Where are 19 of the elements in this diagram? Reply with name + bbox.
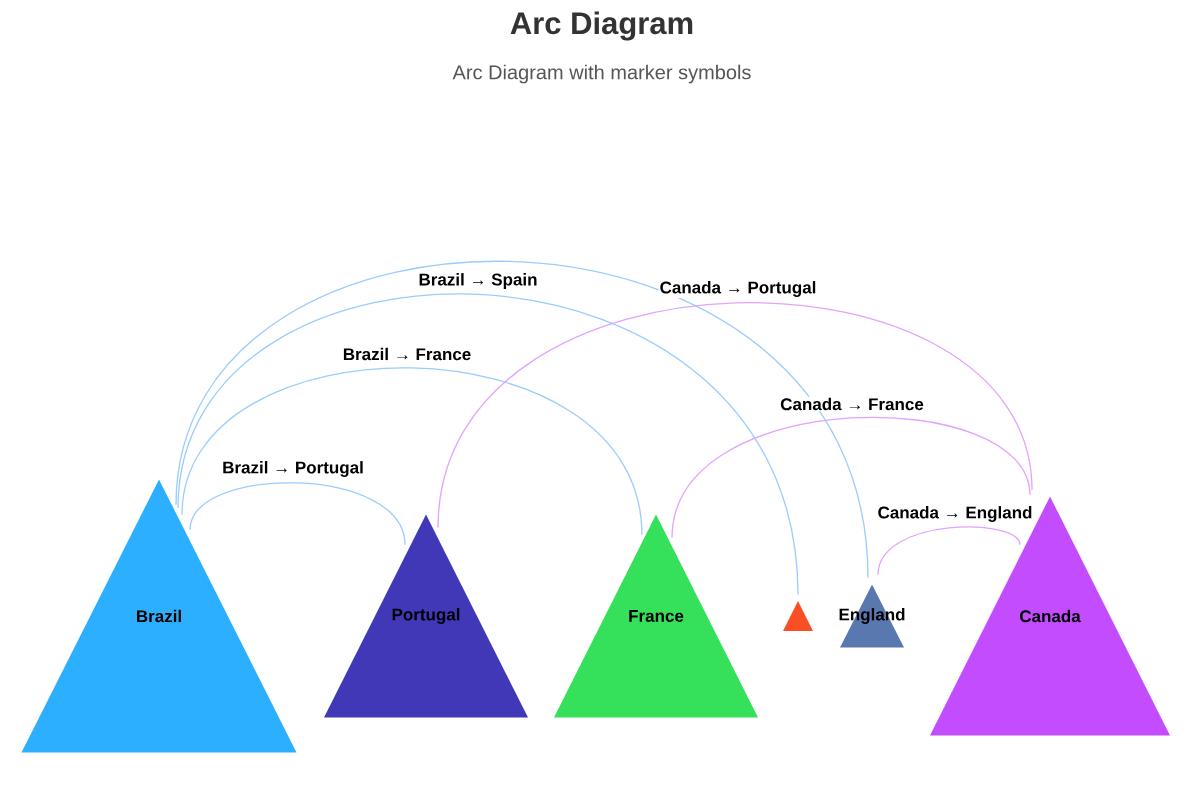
subtitle: Arc Diagram with marker symbols bbox=[452, 64, 751, 84]
triangle-node: Brazil bbox=[21, 479, 297, 753]
triangle-marker bbox=[783, 601, 813, 631]
arc-link bbox=[877, 526, 1021, 576]
triangle-node: England bbox=[839, 584, 905, 648]
arc-link bbox=[671, 417, 1031, 539]
edge-label: Brazil → Spain bbox=[417, 272, 539, 290]
edge-label: Brazil → France bbox=[341, 346, 473, 362]
arc-link bbox=[177, 294, 799, 596]
triangle-node: Portugal bbox=[324, 514, 528, 718]
edge-label: Brazil → Portugal bbox=[221, 460, 365, 478]
arc-link bbox=[437, 302, 1033, 529]
arc-link bbox=[189, 482, 406, 546]
arc-link bbox=[175, 261, 869, 579]
edge-label: Canada → Portugal bbox=[658, 280, 818, 298]
arc-link bbox=[181, 367, 643, 536]
triangle-node: France bbox=[554, 514, 758, 718]
edge-label: Canada → France bbox=[779, 396, 925, 412]
chart-title: Arc Diagram bbox=[510, 11, 693, 41]
